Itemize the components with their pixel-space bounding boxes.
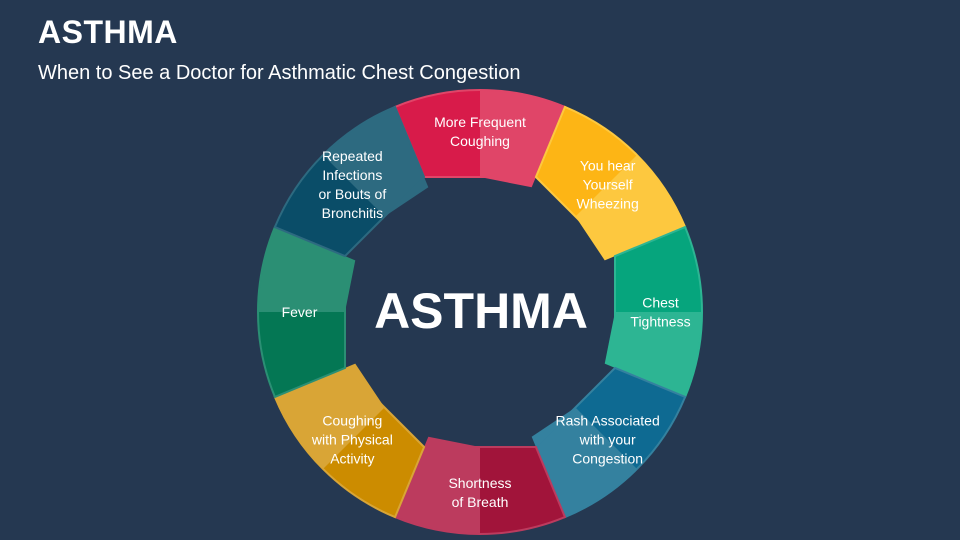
segment-highlight [480, 90, 565, 188]
segment-highlight [395, 436, 480, 534]
segment-label-line: Coughing [450, 133, 510, 149]
segment-outline [273, 366, 426, 519]
segment-label-line: More Frequent [434, 114, 526, 130]
segment-label-line: Chest [642, 295, 679, 311]
segment-label-line: Tightness [630, 314, 690, 330]
segment-label-line: Wheezing [576, 195, 638, 211]
segment-outline [273, 105, 426, 258]
segment-outline [614, 225, 703, 399]
segment-highlight [274, 363, 385, 469]
segment-highlight [258, 227, 356, 312]
segment-label-line: Rash Associated [555, 413, 659, 429]
segment-label-line: You hear [580, 157, 636, 173]
segment-label-line: Activity [330, 451, 374, 467]
segment-label-line: with your [579, 432, 636, 448]
segment-label-line: Infections [322, 167, 382, 183]
segment-outline [393, 89, 567, 178]
page-subtitle: When to See a Doctor for Asthmatic Chest… [38, 62, 521, 84]
segment-shortness-of-breath: Shortness of Breath [393, 436, 567, 535]
segment-highlight [604, 312, 702, 397]
segment-outline [534, 105, 687, 258]
center-label: ASTHMA [374, 283, 588, 339]
segment-label-line: Yourself [583, 176, 633, 192]
segment-label: Fever [282, 304, 318, 320]
segment-label-line: with Physical [311, 432, 393, 448]
segment-outline [393, 446, 567, 535]
segment-label-line: Repeated [322, 148, 383, 164]
segment-outline [257, 225, 346, 399]
segment-label-line: Shortness [448, 475, 511, 491]
segment-label: Shortness of Breath [448, 475, 511, 510]
segment-highlight [323, 106, 429, 217]
segment-label-line: Congestion [572, 451, 643, 467]
segment-outline [534, 366, 687, 519]
segment-highlight [575, 155, 686, 261]
segment-label-line: of Breath [452, 494, 509, 510]
segment-fever: Fever [257, 225, 356, 399]
segment-highlight [531, 407, 637, 518]
segment-label-line: Bronchitis [322, 205, 383, 221]
segment-label-line: Fever [282, 304, 318, 320]
segment-label-line: or Bouts of [319, 186, 387, 202]
page-title: ASTHMA [38, 14, 178, 50]
segment-label-line: Coughing [322, 413, 382, 429]
